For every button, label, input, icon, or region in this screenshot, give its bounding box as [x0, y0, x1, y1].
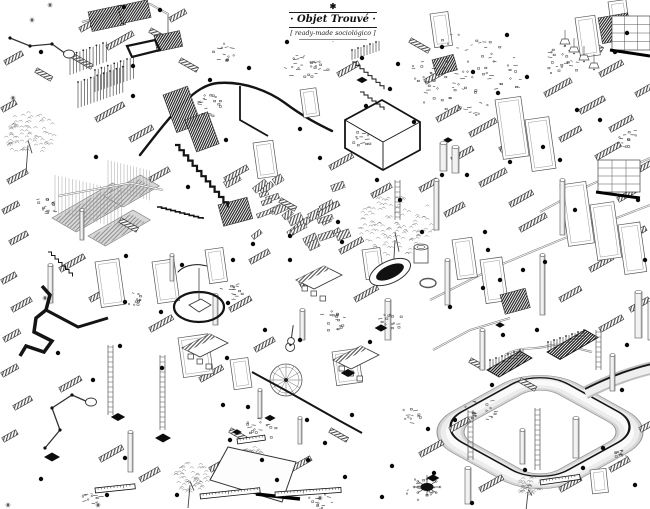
baluster-posts-layer	[69, 41, 585, 368]
wheel-layer	[269, 363, 303, 397]
drawing-title: · Objet Trouvé ·	[290, 14, 376, 25]
ellipse-room-layer	[172, 268, 226, 324]
spider-machine-layer	[412, 475, 442, 497]
counters-layer	[181, 265, 380, 382]
drawing-subtitle: [ ready-made sociológico ]	[290, 29, 376, 37]
dots-layer	[38, 4, 648, 506]
debris-scatter-layer	[36, 33, 637, 509]
door-frames-layer	[94, 0, 648, 495]
columns-layer	[47, 141, 650, 505]
title-tick: ·	[332, 39, 334, 46]
title-block: ✱ · Objet Trouvé · [ ready-made sociológ…	[285, 1, 381, 46]
title-rule-bottom	[289, 27, 377, 28]
title-ornament-icon: ✱	[329, 1, 337, 11]
washer-tub-layer	[369, 243, 437, 289]
title-rule-top	[289, 12, 377, 13]
bold-walls-layer	[18, 38, 421, 434]
guitar-layer	[285, 325, 296, 352]
hanging-lamps-layer	[559, 30, 600, 71]
hairline-rain-layer	[54, 160, 150, 229]
mechanical-arms-layer	[8, 36, 97, 450]
subtitle-rule	[299, 39, 367, 40]
black-diamonds-layer	[44, 76, 505, 482]
stairs-layer	[48, 61, 385, 277]
rulers-layer	[94, 434, 581, 500]
dark-platforms-layer	[486, 329, 599, 378]
asterisk-marks-layer	[5, 2, 323, 508]
